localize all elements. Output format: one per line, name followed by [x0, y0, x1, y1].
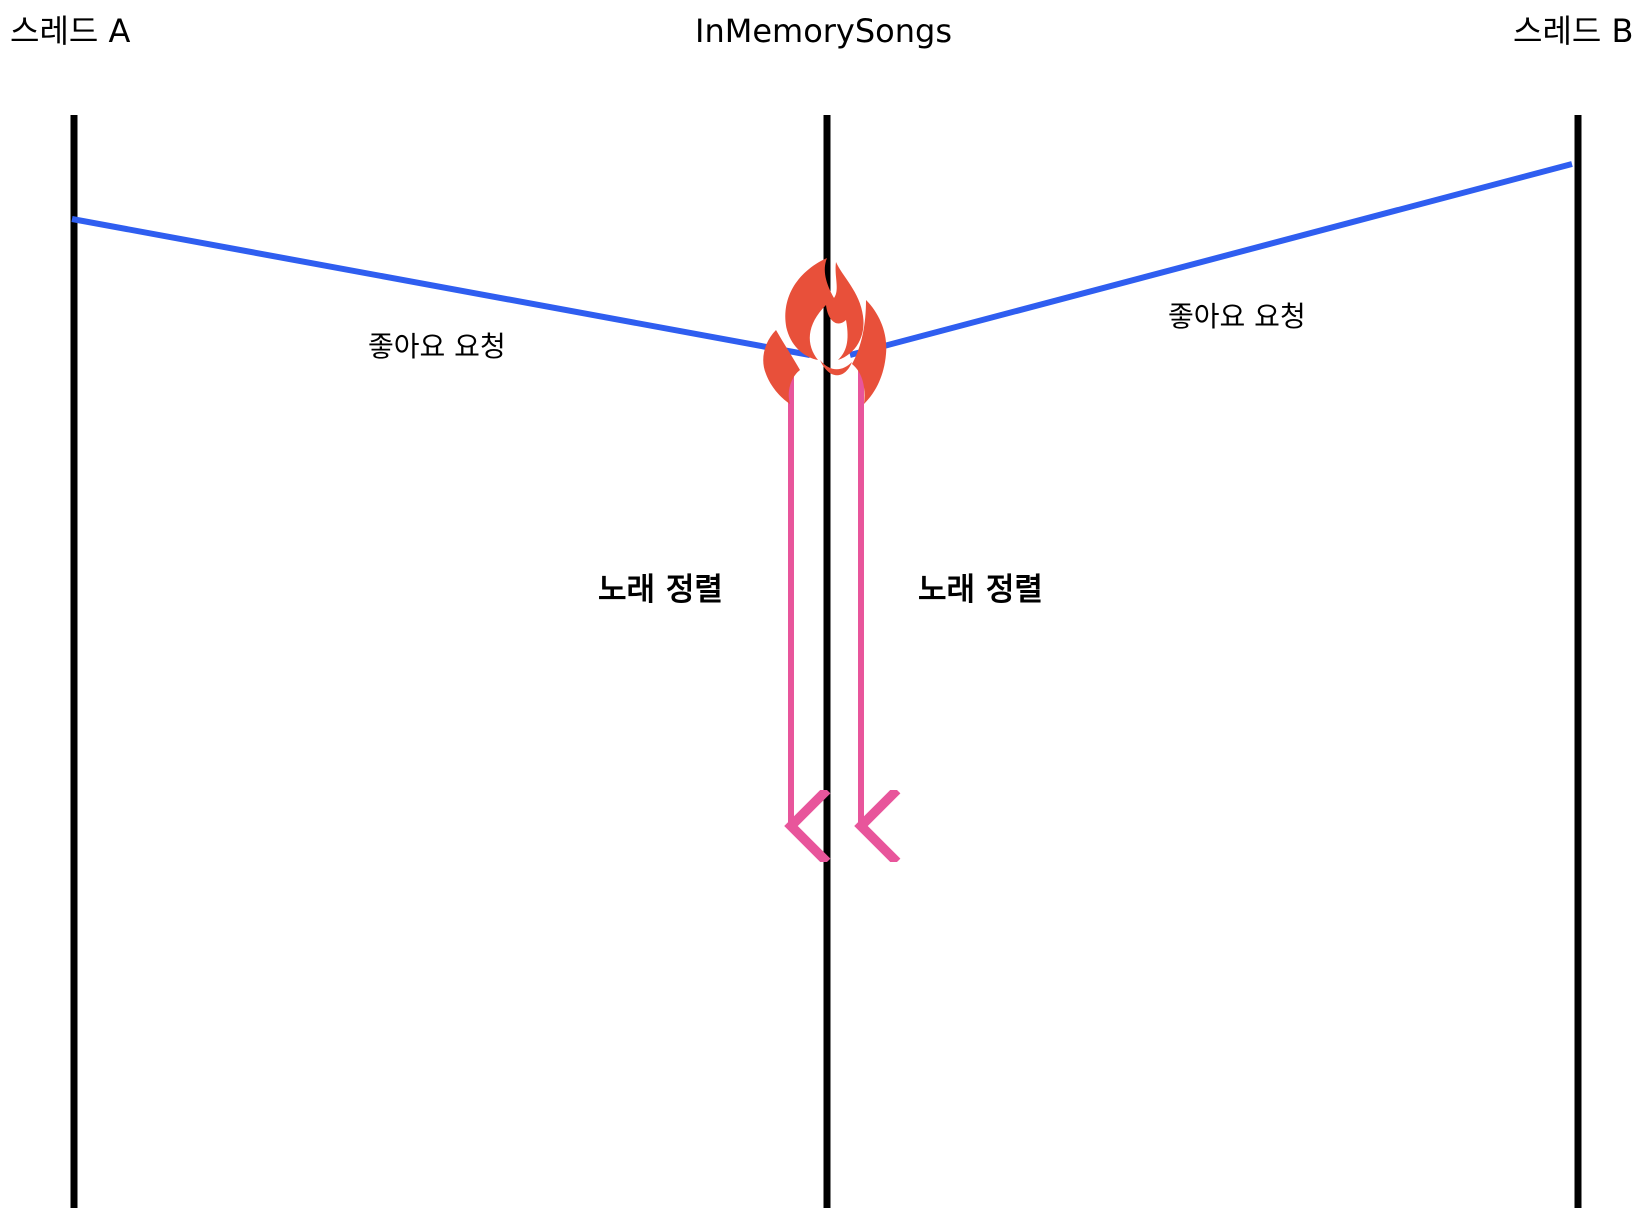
sort-label-a: 노래 정렬	[598, 572, 723, 608]
sort-label-b: 노래 정렬	[918, 572, 1043, 608]
shared-resource-label: InMemorySongs	[695, 12, 953, 50]
fire-icon	[763, 258, 887, 404]
like-request-line-a	[71, 216, 811, 358]
like-request-label-a: 좋아요 요청	[368, 330, 506, 363]
like-request-line-b	[849, 161, 1573, 358]
thread-a-label: 스레드 A	[10, 12, 131, 50]
thread-b-label: 스레드 B	[1513, 12, 1634, 50]
like-request-label-b: 좋아요 요청	[1168, 300, 1306, 333]
